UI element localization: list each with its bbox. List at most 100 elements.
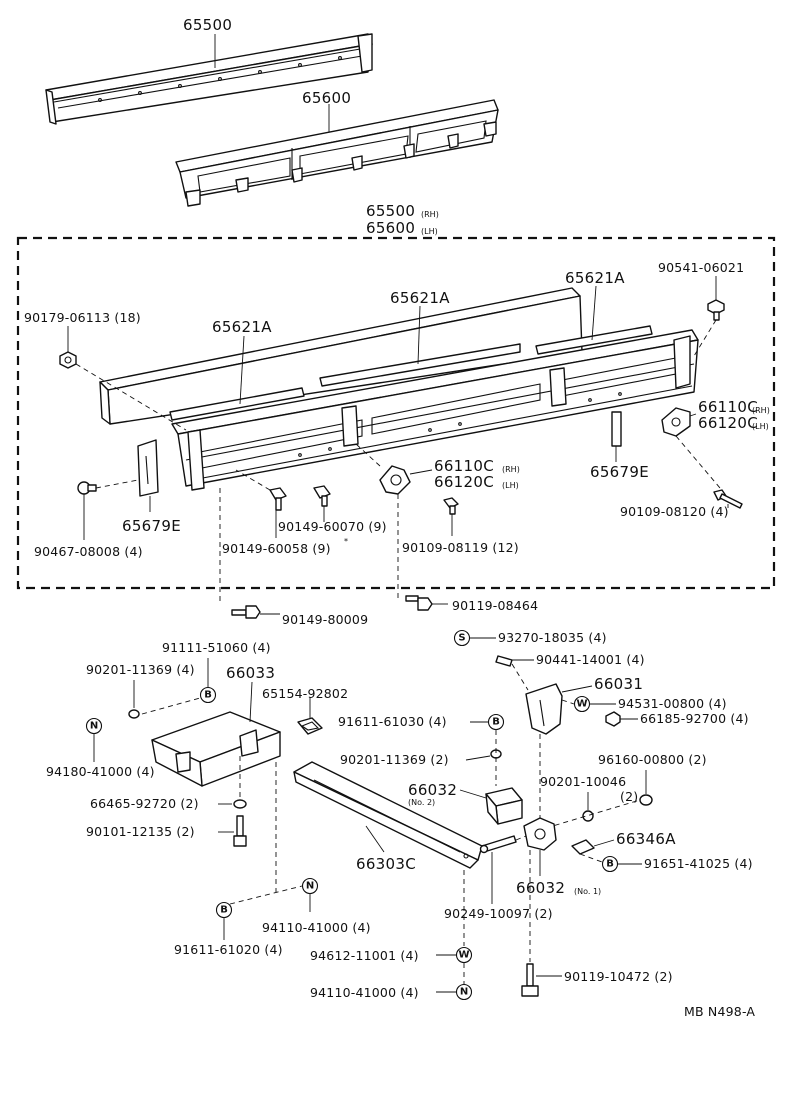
part-label-65621a-right: 65621A — [565, 269, 625, 287]
part-label-66346a: 66346A — [616, 830, 676, 848]
symbol-nut-94110-b: N — [455, 983, 473, 1001]
part-label-90109-08119: 90109-08119 (12) — [402, 540, 519, 555]
svg-text:B: B — [204, 690, 212, 701]
part-label-90201-10046-qty: (2) — [620, 789, 638, 804]
part-label-94531: 94531-00800 (4) — [618, 696, 727, 711]
hinge-66032-no1-illustration — [523, 817, 557, 851]
symbol-washer-94612: W — [455, 946, 473, 964]
symbol-nut-94110-a: N — [301, 877, 319, 895]
symbol-nut-94180: N — [85, 717, 103, 735]
svg-text:N: N — [460, 987, 468, 998]
leader-66032-no2 — [459, 789, 487, 799]
svg-text:B: B — [492, 717, 500, 728]
washer-66465-illustration — [233, 799, 247, 809]
dash-90541 — [693, 319, 717, 357]
svg-text:S: S — [458, 633, 465, 644]
part-label-90249: 90249-10097 (2) — [444, 906, 553, 921]
dash-90441 — [511, 663, 529, 691]
part-label-66032-no1-sfx: (No. 1) — [574, 887, 601, 896]
part-label-90467: 90467-08008 (4) — [34, 544, 143, 559]
part-label-90149-60070: 90149-60070 (9) — [278, 519, 387, 534]
part-label-91111: 91111-51060 (4) — [162, 640, 271, 655]
svg-text:N: N — [90, 721, 98, 732]
part-label-66110c-mid-sfx: (RH) — [502, 465, 520, 474]
part-label-66120c-mid-sfx: (LH) — [502, 481, 519, 490]
frame-title-part-lh: 65600 — [366, 219, 415, 237]
symbol-bolt-91611-61030: B — [487, 713, 505, 731]
frame-title-part-rh: 65500 — [366, 202, 415, 220]
pin-90249-illustration — [479, 835, 517, 854]
part-label-66120c-right-sfx: (LH) — [752, 422, 769, 431]
panel-65600-illustration — [175, 99, 499, 207]
bracket-66033-illustration — [151, 711, 281, 787]
part-label-90109-08120: 90109-08120 (4) — [620, 504, 729, 519]
leader-65621a-mid — [417, 305, 421, 365]
nut-90179-illustration — [59, 351, 77, 369]
pin-90441-illustration — [495, 655, 513, 667]
bolt-90109-08120-illustration — [713, 489, 743, 509]
part-label-90201-11369-mid: 90201-11369 (2) — [340, 752, 449, 767]
bolt-90149-60070-illustration — [313, 485, 331, 507]
bolt-90119-08464-illustration — [405, 595, 433, 611]
diagram-reference-code: MB N498-A — [684, 1004, 755, 1019]
part-label-66110c-right: 66110C — [698, 398, 758, 416]
part-label-90149-80009: 90149-80009 — [282, 612, 368, 627]
bracket-66031-illustration — [525, 683, 563, 735]
part-label-66120c-right: 66120C — [698, 414, 758, 432]
part-label-66120c-mid: 66120C — [434, 473, 494, 491]
bolt-90149-60058-illustration — [269, 487, 287, 511]
part-label-65500: 65500 — [183, 16, 232, 34]
svg-text:N: N — [306, 881, 314, 892]
symbol-washer-94531: W — [573, 695, 591, 713]
dash-90179 — [75, 363, 187, 431]
part-label-94180: 94180-41000 (4) — [46, 764, 155, 779]
leader-66346a — [593, 839, 615, 847]
part-label-66032-no2-sfx: (No. 2) — [408, 798, 435, 807]
part-label-66032-no2: 66032 — [408, 781, 457, 799]
frame-title-suffix-lh: (LH) — [421, 227, 438, 236]
part-label-94110-41000-a: 94110-41000 (4) — [262, 920, 371, 935]
part-label-90441: 90441-14001 (4) — [536, 652, 645, 667]
leader-66110c-mid — [409, 469, 433, 475]
part-label-66033: 66033 — [226, 664, 275, 682]
nut-66185-illustration — [605, 711, 621, 727]
dash-94110-a — [229, 885, 303, 905]
svg-text:W: W — [458, 950, 469, 961]
washer-90201-11369-top-illustration — [128, 709, 140, 719]
nut-96160-illustration — [639, 794, 653, 806]
svg-text:B: B — [220, 905, 228, 916]
part-label-90101: 90101-12135 (2) — [86, 824, 195, 839]
dash-90249 — [515, 835, 527, 841]
symbol-bolt-91611-61020: B — [215, 901, 233, 919]
note-asterisk: * — [344, 537, 348, 546]
part-label-90201-11369-top: 90201-11369 (4) — [86, 662, 195, 677]
part-label-65621a-left: 65621A — [212, 318, 272, 336]
part-label-66032-no1: 66032 — [516, 879, 565, 897]
block-66032-no2-illustration — [485, 787, 523, 825]
bolt-90149-80009-illustration — [231, 605, 261, 619]
spacer-65679e-right-illustration — [611, 411, 622, 447]
arm-66303c-illustration — [293, 761, 483, 869]
side-panel-assembly-illustration — [99, 287, 699, 491]
leader-66033 — [249, 681, 253, 723]
part-label-66185: 66185-92700 (4) — [640, 711, 749, 726]
svg-text:W: W — [576, 699, 587, 710]
part-label-90541: 90541-06021 — [658, 260, 744, 275]
part-label-91611-61020: 91611-61020 (4) — [174, 942, 283, 957]
dash-66110c-mid — [355, 443, 381, 467]
leader-66031 — [561, 685, 593, 693]
dash-90467 — [95, 479, 139, 489]
part-label-90201-10046: 90201-10046 — [540, 774, 626, 789]
part-label-94110-41000-b: 94110-41000 (4) — [310, 985, 419, 1000]
part-label-66110c-right-sfx: (RH) — [752, 406, 770, 415]
bracket-66110c-mid-illustration — [379, 465, 411, 495]
clip-65154-illustration — [297, 717, 323, 735]
assembly-frame — [16, 236, 776, 590]
leader-66110c-right — [689, 413, 697, 417]
screw-90541-illustration — [707, 299, 725, 321]
frame-title-suffix-rh: (RH) — [421, 210, 439, 219]
spacer-65679e-left-illustration — [137, 439, 159, 497]
part-label-65621a-mid: 65621A — [390, 289, 450, 307]
bolt-90119-10472-illustration — [521, 963, 539, 997]
